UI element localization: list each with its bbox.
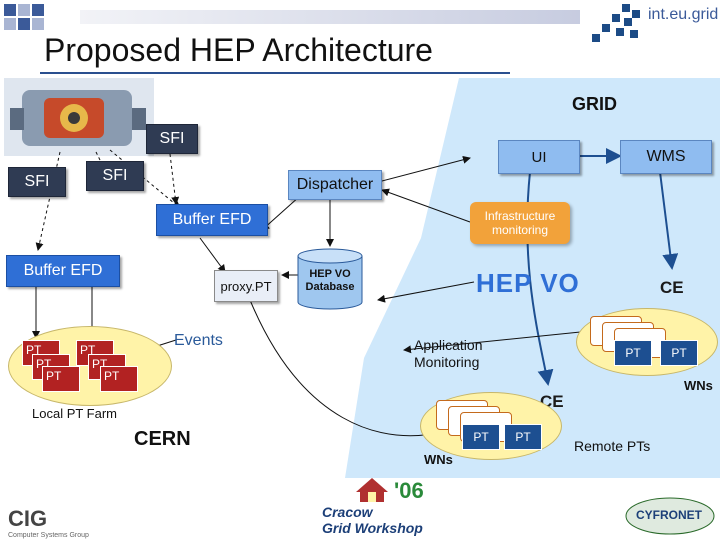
pt-node[interactable]: PT (462, 424, 500, 450)
detector-image (4, 78, 154, 156)
edge-buffer-proxy (199, 237, 226, 273)
grid-label: GRID (572, 94, 617, 114)
house-icon (356, 478, 388, 502)
app-monitoring-label: Application Monitoring (414, 337, 534, 371)
sfi-left[interactable]: SFI (8, 167, 66, 197)
edge-detector-buffer (35, 151, 61, 251)
sfi-mid[interactable]: SFI (86, 161, 144, 191)
edge-app-monitoring (403, 329, 601, 354)
app-monitoring-text: Application Monitoring (414, 337, 483, 370)
header-squares (0, 0, 80, 40)
cyfronet-name: CYFRONET (636, 508, 702, 522)
proxy-pt-node[interactable]: proxy.PT (214, 270, 278, 302)
cern-label: CERN (134, 428, 191, 450)
pt-node[interactable]: PT (614, 340, 652, 366)
cig-logo: CIG Computer Systems Group (8, 506, 98, 539)
dispatcher-node[interactable]: Dispatcher (288, 170, 382, 200)
ui-node[interactable]: UI (498, 140, 580, 174)
cig-logo-subtitle: Computer Systems Group (8, 532, 89, 539)
workshop-name-1: Cracow (322, 504, 373, 520)
slide-title: Proposed HEP Architecture (44, 32, 433, 68)
hep-vo-database[interactable]: HEP VO Database (296, 248, 364, 310)
edge-dispatcher-ui (377, 155, 471, 183)
buffer-efd-label-2: Buffer EFD (172, 211, 252, 228)
buffer-efd-node-1[interactable]: Buffer EFD (6, 255, 120, 287)
workshop-name-2: Grid Workshop (322, 520, 423, 536)
cig-logo-text: CIG (8, 506, 48, 531)
database-icon (297, 248, 363, 310)
workshop-year: '06 (394, 478, 424, 503)
cyfronet-logo: CYFRONET (624, 496, 716, 536)
hep-vo-database-label: HEP VO Database (305, 268, 355, 293)
wms-node[interactable]: WMS (620, 140, 712, 174)
infrastructure-monitoring[interactable]: Infrastructure monitoring (470, 202, 570, 244)
brand-logo: int.eu.grid (588, 2, 718, 48)
pt-node[interactable]: PT (100, 366, 138, 392)
edge-wms-ce (659, 171, 679, 270)
wns-bottom-label: WNs (424, 452, 453, 467)
edge-infra-dispatcher (381, 188, 471, 223)
workshop-logo: '06 Cracow Grid Workshop (318, 474, 438, 538)
brand-name: int.eu.grid (648, 6, 719, 23)
events-label: Events (174, 332, 223, 349)
edge-dispatcher-buffer (261, 195, 301, 231)
buffer-efd-label-1: Buffer EFD (23, 262, 103, 279)
edge-sfi-buffer (169, 153, 180, 205)
wns-right-label: WNs (684, 378, 713, 393)
pt-node[interactable]: PT (504, 424, 542, 450)
globe-icon (625, 497, 715, 535)
edge-hepvo-db (377, 281, 475, 303)
grid-logo-icon (592, 4, 640, 42)
remote-pts-label: Remote PTs (574, 438, 651, 454)
ce-top-label: CE (660, 278, 684, 297)
pt-node[interactable]: PT (660, 340, 698, 366)
local-pt-farm-label: Local PT Farm (32, 406, 118, 421)
sfi-top[interactable]: SFI (146, 124, 198, 154)
hep-vo-label: HEP VO (476, 268, 580, 298)
buffer-efd-node-2[interactable]: Buffer EFD (156, 204, 268, 236)
title-underline (40, 72, 510, 74)
pt-node[interactable]: PT (42, 366, 80, 392)
header-banner (80, 10, 580, 24)
